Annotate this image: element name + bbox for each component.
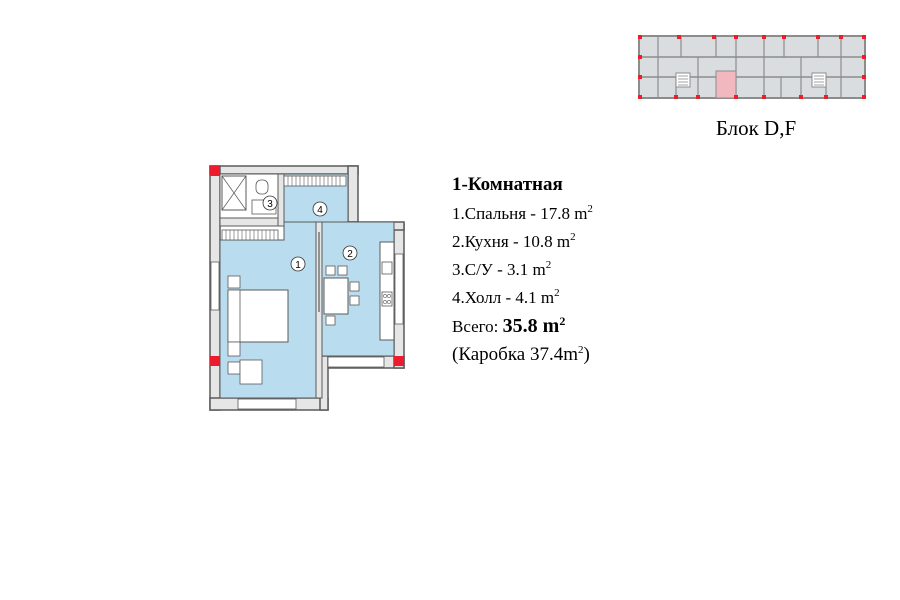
dining-table xyxy=(323,277,349,315)
desk xyxy=(239,359,263,385)
kitchen-sink xyxy=(381,261,393,275)
block-label: Блок D,F xyxy=(715,116,797,140)
chair xyxy=(227,361,241,375)
total-area: Всего: 35.8 m2 xyxy=(452,314,566,337)
corner-marker xyxy=(394,356,404,366)
nightstand xyxy=(227,341,241,357)
room-number-3: 3 xyxy=(267,199,273,210)
corner-marker xyxy=(210,166,220,176)
apartment-type-title: 1-Комнатная xyxy=(452,174,563,195)
room-area-item: 3.С/У - 3.1 m2 xyxy=(452,259,552,280)
area-legend: 1-Комнатная 1.Спальня - 17.8 m2 2.Кухня … xyxy=(452,174,752,372)
room-area-item: 4.Холл - 4.1 m2 xyxy=(452,287,560,308)
stove xyxy=(381,291,393,307)
room-number-1: 1 xyxy=(295,260,301,271)
building-key-plan xyxy=(636,33,868,101)
apartment-floor-plan: 1 2 3 4 xyxy=(209,165,405,411)
toilet xyxy=(255,179,269,195)
nightstand xyxy=(227,275,241,289)
room-number-4: 4 xyxy=(317,205,323,216)
room-area-item: 1.Спальня - 17.8 m2 xyxy=(452,203,593,224)
room-area-item: 2.Кухня - 10.8 m2 xyxy=(452,231,576,252)
box-area: (Каробка 37.4m2) xyxy=(452,344,590,365)
room-number-2: 2 xyxy=(347,249,353,260)
kitchen-counter xyxy=(379,241,395,341)
corner-marker xyxy=(210,356,220,366)
highlighted-apartment xyxy=(715,70,737,99)
